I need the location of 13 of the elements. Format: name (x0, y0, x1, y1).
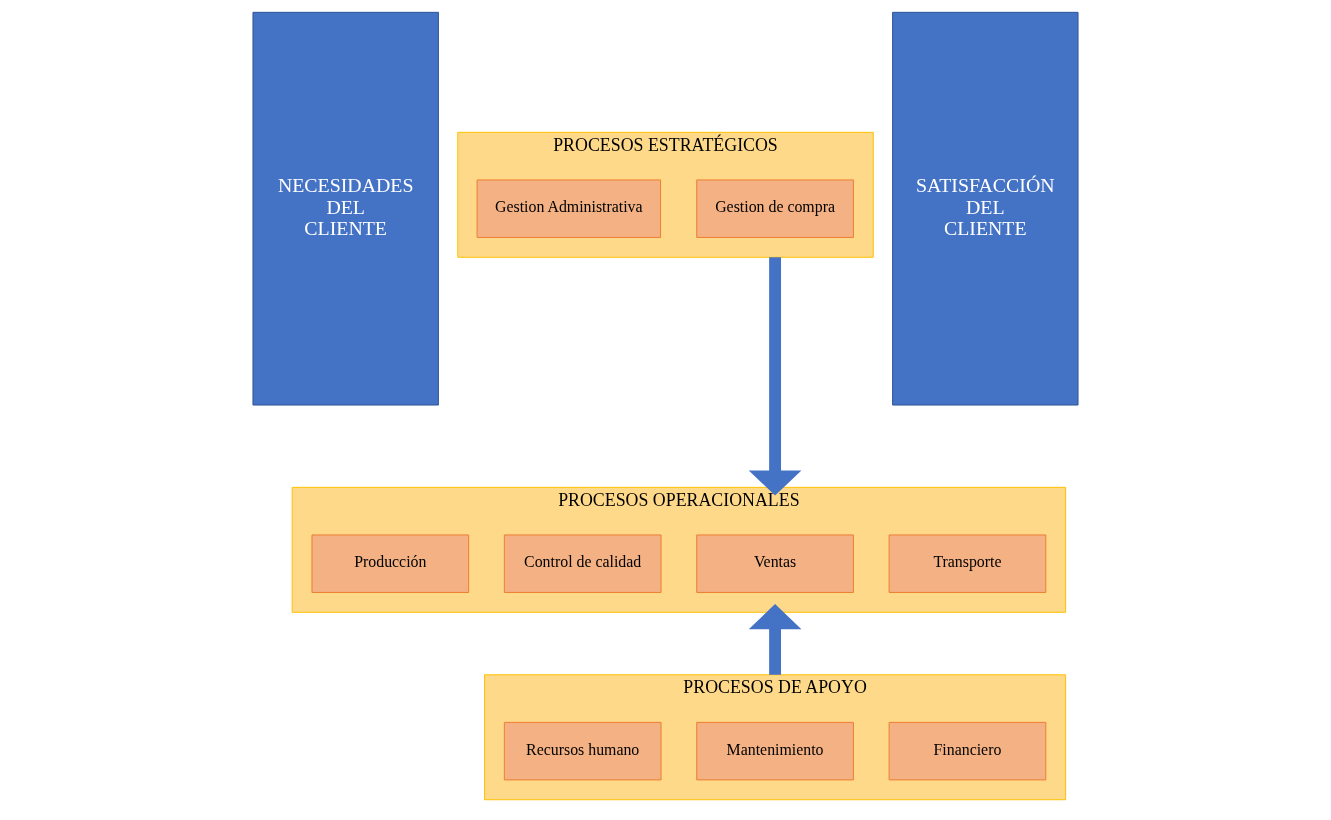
node-box: NECESIDADES DEL CLIENTE (252, 11, 439, 406)
node-box: Gestion Administrativa (476, 179, 662, 238)
node-box: Gestion de compra (696, 179, 854, 238)
node-box: Recursos humano (503, 721, 662, 781)
node-box: Financiero (888, 721, 1047, 781)
node-box: Transporte (888, 534, 1047, 593)
node-box: Ventas (696, 534, 854, 593)
node-box: Control de calidad (503, 534, 662, 593)
arrow (748, 604, 802, 675)
node-box: Mantenimiento (696, 721, 854, 781)
node-box: SATISFACCIÓN DEL CLIENTE (892, 11, 1079, 406)
node-box: Producción (311, 534, 470, 593)
arrow (748, 257, 802, 496)
